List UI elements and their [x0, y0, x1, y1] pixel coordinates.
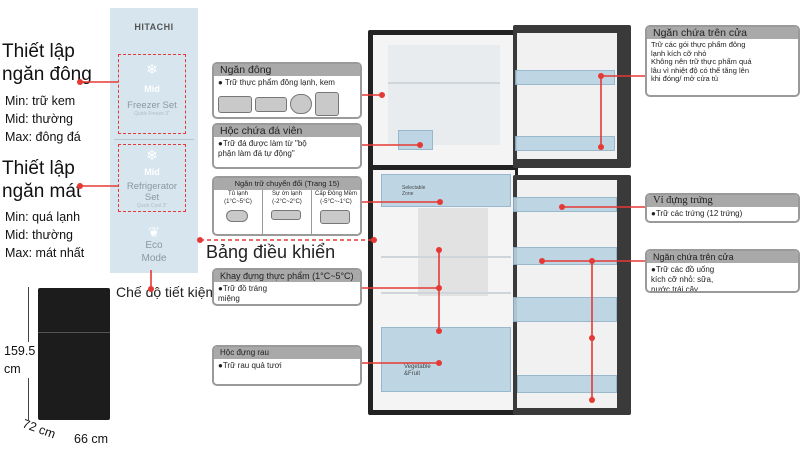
callout-text: ●Trữ các trứng (12 trứng)	[651, 209, 743, 218]
callout-selectable-zone: Ngăn trữ chuyển đổi (Trang 15) Tủ lạnh(1…	[212, 176, 362, 236]
eco-label-2: Mode	[141, 253, 167, 264]
callout-title: Hộc chứa đá viên	[214, 125, 360, 137]
callout-title: Ngăn trữ chuyển đổi (Trang 15)	[214, 178, 360, 190]
callout-vegetable-drawer: Hộc đựng rau ●Trữ rau quả tươi	[212, 345, 362, 386]
freezer-sub: Quick Freeze 3"	[134, 111, 170, 117]
callout-freezer: Ngăn đông ● Trữ thực phẩm đông lạnh, kem	[212, 62, 362, 119]
snowflake-icon: ❄	[146, 61, 158, 77]
control-panel: HITACHI ❄ Mid Freezer Set Quick Freeze 3…	[110, 8, 198, 273]
callout-title: Ngăn chứa trên cửa	[647, 27, 798, 39]
freezer-set-button[interactable]: ❄ Mid Freezer Set Quick Freeze 3"	[118, 54, 186, 134]
callout-text: ●Trữ đá được làm từ "bộ phận làm đá tự đ…	[218, 139, 307, 158]
divider	[114, 139, 194, 140]
leaf-icon: ❦	[148, 224, 160, 240]
width-label: 66 cm	[74, 432, 109, 446]
callout-item: Trữ các gói thực phẩm đông lạnh kích cỡ …	[651, 40, 746, 58]
callout-egg-tray: Vỉ đựng trứng ●Trữ các trứng (12 trứng)	[645, 193, 800, 223]
callout-freezer-door: Ngăn chứa trên cửa Trữ các gói thực phẩm…	[645, 25, 800, 97]
callout-text: ●Trữ rau quả tươi	[218, 361, 282, 370]
fridge-thumbnail	[38, 288, 110, 420]
air-duct	[418, 208, 488, 296]
refrigerator-set-button[interactable]: ❄ Mid Refrigerator Set Quick Cool 3"	[118, 144, 186, 212]
callout-ice-box: Hộc chứa đá viên ●Trữ đá được làm từ "bộ…	[212, 123, 362, 169]
fridge-label: Refrigerator Set	[126, 181, 178, 203]
fridge-door	[513, 175, 631, 415]
callout-title: Ngăn đông	[214, 64, 360, 76]
callout-food-tray: Khay đựng thực phẩm (1°C~5°C) ●Trữ đồ tr…	[212, 268, 362, 306]
freezer-level: Mid	[144, 84, 160, 94]
eco-label-1: Eco	[145, 240, 163, 251]
freezer-label: Freezer Set	[127, 100, 177, 111]
callout-title: Vỉ đựng trứng	[647, 195, 798, 207]
fridge-sub: Quick Cool 3"	[136, 203, 168, 209]
brand-logo: HITACHI	[134, 22, 174, 32]
callout-title: Khay đựng thực phẩm (1°C~5°C)	[214, 270, 360, 282]
fridge-level: Mid	[144, 167, 160, 177]
vegetable-drawer: Vegetable&Fruit	[381, 327, 511, 392]
callout-text: ● Trữ thực phẩm đông lạnh, kem	[218, 78, 335, 87]
callout-item: Không nên trữ thực phẩm quá lâu vì nhiệt…	[651, 57, 752, 83]
eco-mode-label: Chế độ tiết kiệm	[116, 284, 218, 300]
callout-text: ●Trữ đồ tráng miệng	[218, 284, 268, 303]
callout-fridge-door: Ngăn chứa trên cửa ●Trữ các đồ uống kích…	[645, 249, 800, 293]
callout-title: Ngăn chứa trên cửa	[647, 251, 798, 263]
callout-title: Hộc đựng rau	[214, 347, 360, 359]
freezer-compartment	[373, 35, 515, 165]
callout-text: ●Trữ các đồ uống kích cỡ nhỏ: sữa, nước …	[651, 265, 715, 293]
control-panel-label: Bảng điều khiển	[206, 242, 336, 262]
snowflake-icon: ❄	[146, 147, 158, 163]
